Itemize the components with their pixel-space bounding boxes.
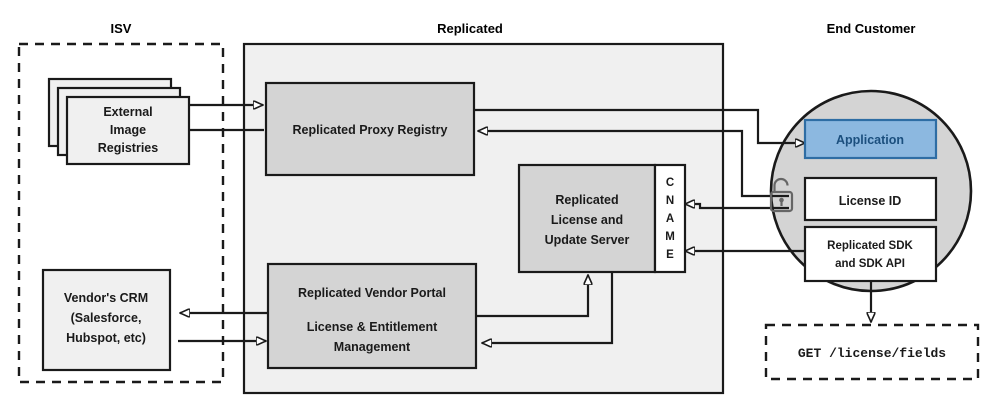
proxy-registry-box — [264, 81, 476, 177]
node-vendor-crm[interactable]: Vendor's CRM (Salesforce, Hubspot, etc) — [41, 268, 172, 372]
external-registries-line-2: Image — [110, 123, 146, 137]
node-replicated-proxy-registry[interactable]: Replicated Proxy Registry — [264, 81, 476, 177]
api-request-box — [764, 323, 980, 381]
external-registries-line-3: Registries — [98, 141, 158, 155]
zone-label-isv: ISV — [111, 21, 132, 36]
license-server-line-3: Update Server — [545, 233, 630, 247]
edge-licenseid-to-proxy — [478, 131, 789, 198]
vendor-crm-line-2: (Salesforce, — [71, 311, 142, 325]
vendor-portal-line-3: License & Entitlement — [307, 320, 438, 334]
proxy-registry-label: Replicated Proxy Registry — [293, 123, 448, 137]
vendor-crm-box — [41, 268, 172, 372]
application-label: Application — [836, 133, 904, 147]
zone-label-end-customer: End Customer — [827, 21, 916, 36]
node-replicated-license-update-server[interactable]: Replicated License and Update Server — [517, 163, 657, 274]
cname-letter-3: A — [666, 213, 674, 225]
external-registries-line-1: External — [103, 105, 152, 119]
unlocked-padlock-icon — [769, 177, 794, 213]
vendor-portal-line-1: Replicated Vendor Portal — [298, 286, 446, 300]
node-api-request[interactable]: GET /license/fields — [764, 323, 980, 381]
edge-portal-to-license-server — [476, 275, 588, 318]
node-cname[interactable]: C N A M E — [653, 163, 687, 274]
cname-letter-2: N — [666, 195, 674, 207]
edge-layer — [176, 105, 871, 343]
replicated-sdk-line-2: and SDK API — [835, 258, 905, 270]
registry-stack-front — [65, 95, 191, 166]
cname-box — [653, 163, 687, 274]
replicated-sdk-box — [803, 225, 938, 283]
replicated-sdk-line-1: Replicated SDK — [827, 240, 913, 252]
license-id-box — [803, 176, 938, 222]
node-replicated-vendor-portal[interactable]: Replicated Vendor Portal License & Entit… — [266, 262, 478, 370]
vendor-crm-line-1: Vendor's CRM — [64, 291, 148, 305]
node-replicated-sdk[interactable]: Replicated SDK and SDK API — [803, 225, 938, 283]
node-license-id[interactable]: License ID — [803, 176, 938, 222]
vendor-crm-line-3: Hubspot, etc) — [66, 331, 146, 345]
node-application[interactable]: Application — [803, 118, 938, 160]
zone-label-replicated: Replicated — [437, 21, 503, 36]
cname-letter-4: M — [665, 231, 675, 243]
cname-letter-1: C — [666, 177, 674, 189]
node-external-image-registries[interactable]: External Image Registries — [47, 77, 191, 166]
zone-boundary-isv — [17, 42, 225, 384]
license-server-line-1: Replicated — [555, 193, 618, 207]
edge-licenseid-to-cname — [685, 204, 789, 210]
cname-letter-5: E — [666, 249, 674, 261]
api-request-label: GET /license/fields — [798, 346, 946, 361]
license-server-line-2: License and — [551, 213, 623, 227]
application-box — [803, 118, 938, 160]
edge-proxy-to-application — [474, 108, 805, 143]
vendor-portal-box — [266, 262, 478, 370]
license-id-label: License ID — [839, 194, 902, 208]
edge-license-server-to-portal — [482, 272, 614, 343]
vendor-portal-line-4: Management — [334, 340, 411, 354]
